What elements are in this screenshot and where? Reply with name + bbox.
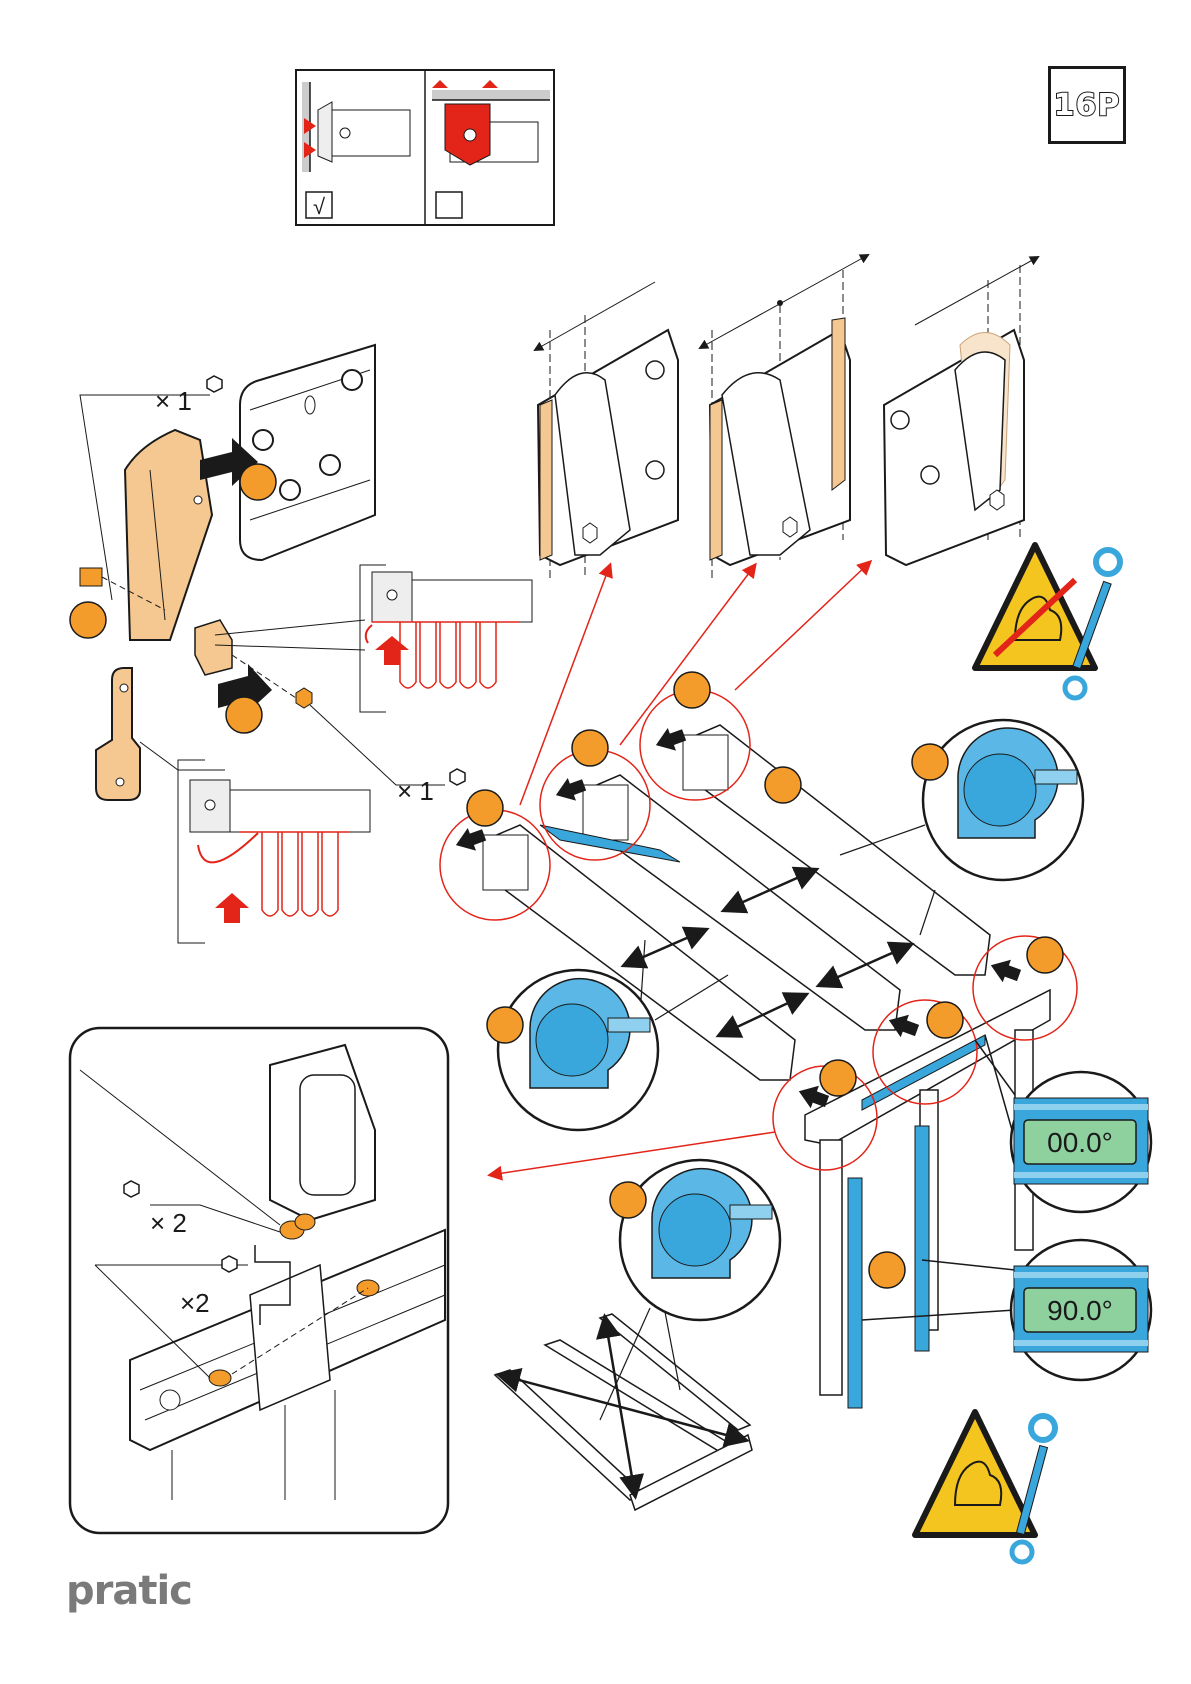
quantity-nut: × 1 xyxy=(397,776,434,806)
measuring-tape-icon xyxy=(620,1160,780,1320)
quantity-callout-nut: × 1 xyxy=(397,769,465,806)
page-number-badge: 16P xyxy=(1048,66,1126,144)
mounting-check-inset: √ xyxy=(296,70,554,225)
hex-nut-icon xyxy=(207,376,222,392)
detail-box xyxy=(70,1028,448,1533)
bracket-variant-3 xyxy=(884,257,1038,565)
hex-nut-icon xyxy=(124,1181,139,1197)
checkbox-wrong xyxy=(436,192,462,218)
bracket-variant-1 xyxy=(535,282,678,580)
page-number: 16P xyxy=(1054,88,1121,123)
warning-strength-icon xyxy=(915,1412,1035,1535)
quantity-screw-top: × 1 xyxy=(155,386,192,416)
warning-strength-icon xyxy=(975,545,1095,668)
wrench-icon xyxy=(1012,1416,1055,1562)
hex-nut-icon xyxy=(450,769,465,785)
quantity-callout-bolt: × 1 xyxy=(155,376,222,416)
hex-nut-icon xyxy=(222,1256,237,1272)
brand-logo: pratic xyxy=(66,1568,192,1614)
cable-inset-lower xyxy=(178,760,370,943)
digital-level-icon: 90.0° xyxy=(1011,1240,1151,1380)
diagonal-measure-frame xyxy=(495,1308,752,1510)
measuring-tape-icon xyxy=(923,720,1083,880)
quantity-detail-bolt: ×2 xyxy=(180,1288,210,1318)
digital-level-icon: 00.0° xyxy=(1011,1072,1151,1212)
measuring-tape-icon xyxy=(498,970,658,1130)
checkmark: √ xyxy=(313,194,326,219)
level-reading-horizontal: 00.0° xyxy=(1047,1127,1113,1158)
quantity-detail-nut: × 2 xyxy=(150,1208,187,1238)
bracket-variant-2 xyxy=(700,255,868,580)
cable-inset-upper xyxy=(360,565,532,712)
level-reading-vertical: 90.0° xyxy=(1047,1295,1113,1326)
wrong-mounting-illustration xyxy=(432,80,550,165)
